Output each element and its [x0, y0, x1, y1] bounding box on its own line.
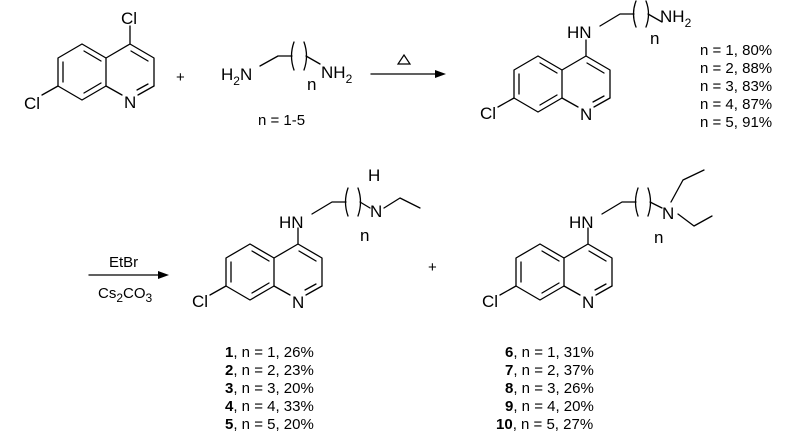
reactant-dichloroquinoline: Cl Cl N	[24, 9, 155, 113]
product-di-ethyl-upper-bonds	[670, 169, 705, 203]
reactant1-ring-nitrogen: N	[124, 93, 136, 112]
quinoline-ring-bonds	[41, 25, 155, 101]
di-yield-6: 6, n = 1, 31%	[505, 344, 594, 361]
product-mono-nh-h: H	[368, 166, 380, 185]
reactant1-chlorine-top: Cl	[121, 9, 137, 28]
product1-ring-nitrogen: N	[580, 105, 592, 124]
product1-repeat-bracket	[632, 0, 650, 28]
product-mono-chlorine: Cl	[192, 292, 208, 311]
plus-sign-1: +	[176, 69, 185, 86]
product-mono-repeat-bracket	[344, 187, 362, 217]
yield-n5: n = 5, 91%	[700, 114, 772, 131]
product-di-hn: HN	[569, 213, 594, 232]
di-yield-10: 10, n = 5, 27%	[496, 416, 593, 433]
product1-hn: HN	[567, 23, 592, 42]
product-mono-n-subscript: n	[360, 226, 369, 245]
product-mono-ring-bonds	[209, 201, 347, 301]
plus-sign-2: +	[428, 259, 437, 276]
mono-yield-5: 5, n = 5, 20%	[225, 416, 314, 433]
product-diethyl: HN N n Cl N	[482, 169, 713, 312]
diamine-chain-bonds	[259, 55, 293, 67]
reagent-cesium-carbonate: Cs2CO3	[98, 285, 153, 305]
reactant-diamine: H2N NH2 n n = 1-5	[221, 41, 353, 129]
product-monoethyl: HN H N n Cl N	[192, 166, 421, 312]
product-aminoquinoline: HN NH2 n Cl N	[480, 0, 692, 124]
yield-n2: n = 2, 88%	[700, 60, 772, 77]
product-mono-nh-n: N	[370, 202, 382, 221]
product-di-ring-bonds	[499, 201, 637, 301]
product1-nh2: NH2	[660, 7, 692, 30]
product-di-n-subscript: n	[654, 228, 663, 247]
product-di-amine-n: N	[662, 204, 674, 223]
mono-yield-4: 4, n = 4, 33%	[225, 398, 314, 415]
product-mono-yield-list: 1, n = 1, 26% 2, n = 2, 23% 3, n = 3, 20…	[225, 344, 314, 433]
product1-ring-bonds	[497, 13, 635, 113]
di-yield-9: 9, n = 4, 20%	[505, 398, 594, 415]
diamine-left-amine: H2N	[221, 65, 252, 88]
mono-yield-2: 2, n = 2, 23%	[225, 362, 314, 379]
reaction-arrow-1	[370, 53, 446, 78]
product-di-chlorine: Cl	[482, 292, 498, 311]
yield-n4: n = 4, 87%	[700, 96, 772, 113]
yield-n1: n = 1, 80%	[700, 42, 772, 59]
product-di-yield-list: 6, n = 1, 31% 7, n = 2, 37% 8, n = 3, 26…	[496, 344, 594, 433]
reagent-ethyl-bromide: EtBr	[109, 254, 138, 271]
yield-n3: n = 3, 83%	[700, 78, 772, 95]
heat-triangle-icon	[396, 53, 412, 65]
mono-yield-1: 1, n = 1, 26%	[225, 344, 314, 361]
product1-yield-list: n = 1, 80% n = 2, 88% n = 3, 83% n = 4, …	[700, 42, 772, 131]
diamine-repeat-bracket	[290, 41, 308, 71]
mono-yield-3: 3, n = 3, 20%	[225, 380, 314, 397]
product-mono-ring-nitrogen: N	[292, 293, 304, 312]
di-yield-8: 8, n = 3, 26%	[505, 380, 594, 397]
product-di-ethyl-lower-bonds	[677, 213, 713, 227]
product-di-repeat-bracket	[634, 187, 652, 217]
product-mono-hn: HN	[279, 213, 304, 232]
diamine-n-subscript: n	[307, 75, 316, 94]
reactant1-chlorine-left: Cl	[24, 94, 40, 113]
diamine-n-range: n = 1-5	[258, 112, 305, 129]
product-di-ring-nitrogen: N	[582, 293, 594, 312]
diamine-right-amine: NH2	[321, 63, 353, 86]
reaction-arrow-2: EtBr Cs2CO3	[88, 254, 169, 305]
product1-chlorine: Cl	[480, 104, 496, 123]
di-yield-7: 7, n = 2, 37%	[505, 362, 594, 379]
product-mono-ethyl-bonds	[383, 197, 421, 209]
product1-n-subscript: n	[650, 29, 659, 48]
